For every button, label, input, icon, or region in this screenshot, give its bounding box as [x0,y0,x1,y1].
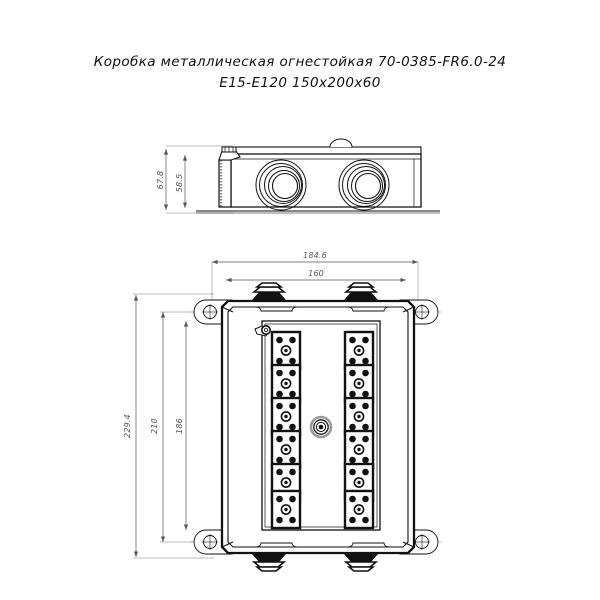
terminal-block [343,363,375,404]
dim-label-186: 186 [175,418,184,434]
terminal-block-column-left [270,330,302,530]
drawing-title: Коробка металлическая огнестойкая 70-038… [0,52,600,94]
dim-plan-body-height: 186 [175,321,189,530]
dim-side-body-height: 58.5 [175,155,188,208]
title-line-2: E15-E120 150x200x60 [219,75,381,91]
dim-side-overall-height: 67.8 [156,145,233,214]
terminal-block [270,396,302,437]
terminal-block-column-right [343,330,375,530]
title-line-1: Коробка металлическая огнестойкая 70-038… [93,54,507,70]
ground-screw [309,415,333,439]
dim-label-160: 160 [308,269,324,278]
terminal-block [270,330,302,371]
dim-label-184-6: 184.6 [303,251,327,260]
side-knockout-2 [338,159,390,211]
cable-knockout-top-2 [343,282,379,301]
dim-label-229-4: 229.4 [123,414,132,438]
terminal-block [343,330,375,371]
side-elevation-view: 67.8 58.5 [156,138,440,214]
cable-knockout-bottom-1 [251,553,287,572]
side-knockout-1 [255,159,307,211]
dim-plan-body-width: 160 [226,269,406,283]
terminal-block [343,489,375,530]
ground-lug [254,324,271,337]
dim-plan-overall-width: 184.6 [211,251,419,300]
terminal-block [270,363,302,404]
terminal-block [270,429,302,470]
terminal-block [343,396,375,437]
terminal-block [343,429,375,470]
dim-plan-overall-height: 229.4 [123,293,214,559]
plan-view: 184.6 160 229.4 210 186 [123,251,442,572]
cable-knockout-bottom-2 [343,553,379,572]
cable-knockout-top-1 [251,282,287,301]
dim-label-67-8: 67.8 [156,171,165,190]
dim-label-58-5: 58.5 [175,174,184,193]
dim-label-210: 210 [150,418,159,434]
terminal-block [270,489,302,530]
